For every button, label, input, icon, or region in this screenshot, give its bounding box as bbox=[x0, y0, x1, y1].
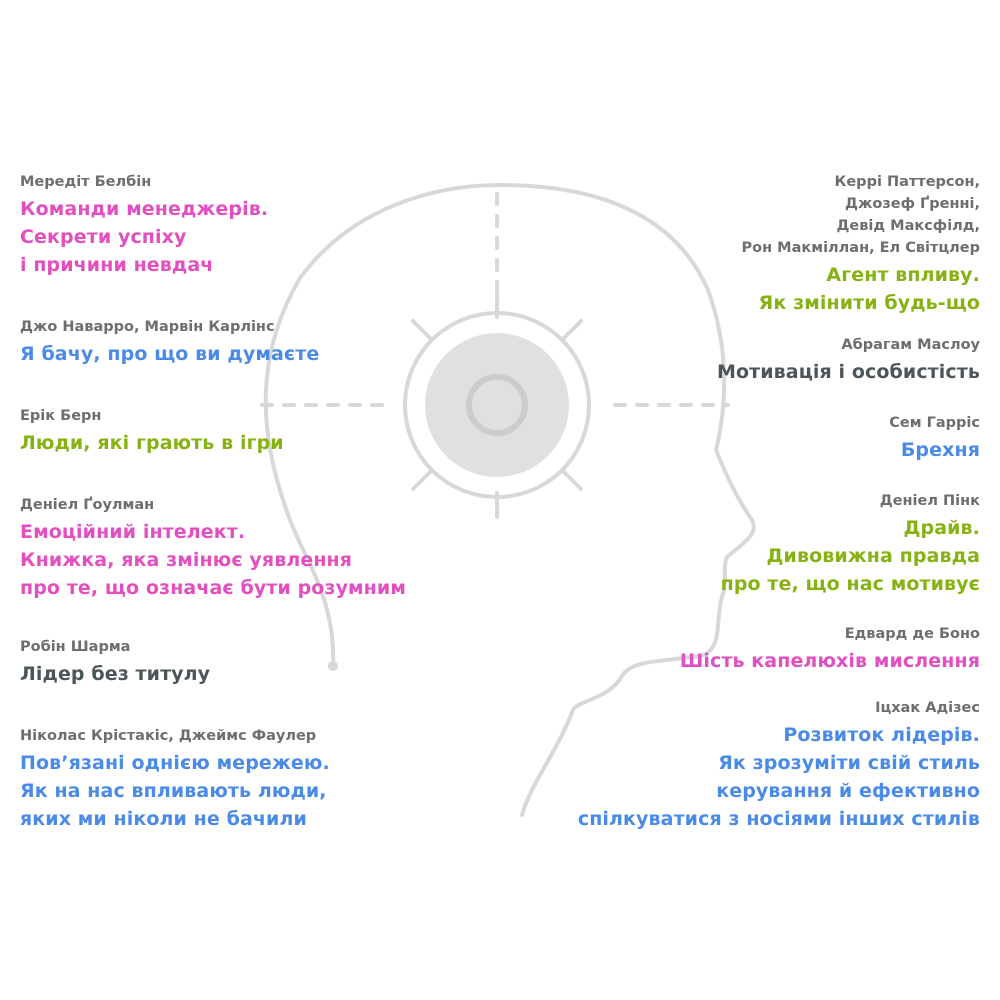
book-author: Сем Гарріс bbox=[889, 415, 980, 431]
book-author: Едвард де Боно bbox=[844, 626, 980, 642]
book-author: Ерік Берн bbox=[20, 408, 102, 424]
book-title: Розвиток лідерів. Як зрозуміти свій стил… bbox=[577, 724, 980, 830]
book-author: Абрагам Маслоу bbox=[841, 337, 980, 353]
book-title: Пов’язані однією мережею. Як на нас впли… bbox=[20, 752, 330, 830]
book-title: Лідер без титулу bbox=[20, 663, 211, 685]
book-title: Брехня bbox=[900, 439, 980, 461]
book-de-bono: Едвард де Боно Шість капелюхів мислення bbox=[510, 623, 980, 675]
book-berne: Ерік Берн Люди, які грають в ігри bbox=[20, 405, 490, 457]
book-title: Мотивація і особистість bbox=[717, 361, 980, 383]
book-author: Робін Шарма bbox=[20, 639, 131, 655]
book-author: Керрі Паттерсон, Джозеф Ґренні, Девід Ма… bbox=[741, 174, 980, 256]
book-belbin: Мередіт Белбін Команди менеджерів. Секре… bbox=[20, 171, 490, 279]
book-author: Деніел Ґоулман bbox=[20, 497, 155, 513]
book-title: Емоційний інтелект. Книжка, яка змінює у… bbox=[20, 521, 406, 599]
book-title: Я бачу, про що ви думаєте bbox=[20, 343, 320, 365]
book-harris: Сем Гарріс Брехня bbox=[510, 412, 980, 464]
book-patterson: Керрі Паттерсон, Джозеф Ґренні, Девід Ма… bbox=[510, 171, 980, 317]
book-sharma: Робін Шарма Лідер без титулу bbox=[20, 636, 490, 688]
book-navarro: Джо Наварро, Марвін Карлінс Я бачу, про … bbox=[20, 316, 490, 368]
book-title: Драйв. Дивовижна правда про те, що нас м… bbox=[720, 517, 980, 595]
sun-gear-icon bbox=[403, 291, 591, 519]
book-goleman: Деніел Ґоулман Емоційний інтелект. Книжк… bbox=[20, 494, 490, 602]
book-maslow: Абрагам Маслоу Мотивація і особистість bbox=[510, 334, 980, 386]
book-title: Люди, які грають в ігри bbox=[20, 432, 284, 454]
dashed-divider-lines bbox=[260, 192, 730, 407]
book-title: Шість капелюхів мислення bbox=[679, 650, 980, 672]
book-author: Ніколас Крістакіс, Джеймс Фаулер bbox=[20, 728, 317, 744]
head-profile-outline-icon bbox=[263, 183, 756, 817]
book-author: Деніел Пінк bbox=[879, 493, 980, 509]
book-author: Мередіт Белбін bbox=[20, 174, 152, 190]
book-pink: Деніел Пінк Драйв. Дивовижна правда про … bbox=[510, 490, 980, 598]
book-title: Агент впливу. Як змінити будь-що bbox=[758, 264, 980, 314]
book-christakis: Ніколас Крістакіс, Джеймс Фаулер Пов’яза… bbox=[20, 725, 490, 833]
book-author: Джо Наварро, Марвін Карлінс bbox=[20, 319, 275, 335]
book-adizes: Іцхак Адізес Розвиток лідерів. Як зрозум… bbox=[510, 697, 980, 833]
book-author: Іцхак Адізес bbox=[875, 700, 980, 716]
book-title: Команди менеджерів. Секрети успіху і при… bbox=[20, 198, 269, 276]
